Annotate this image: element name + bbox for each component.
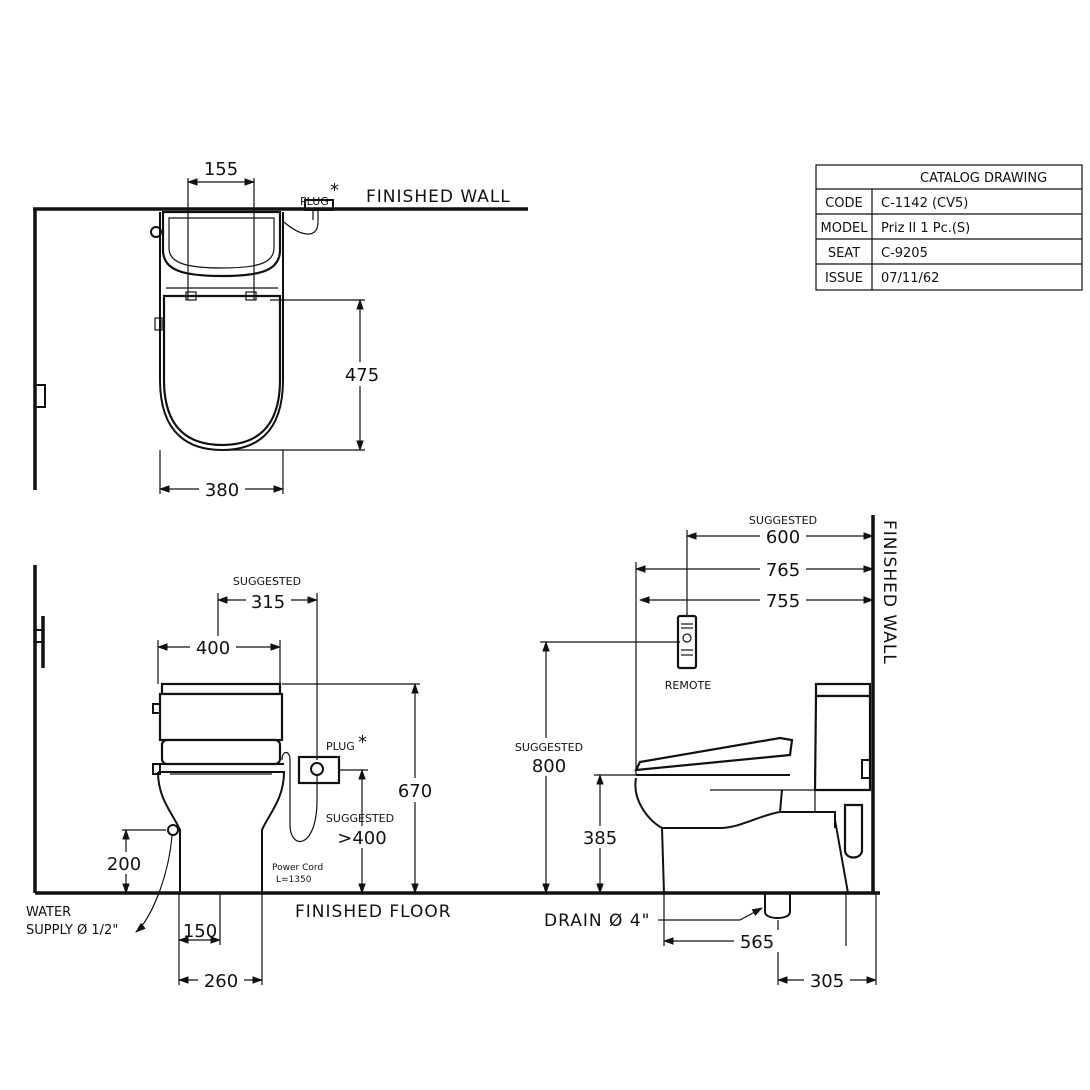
plan-valve xyxy=(34,384,46,408)
side-suggested-600-label: SUGGESTED xyxy=(749,514,817,527)
side-seat-open xyxy=(634,736,794,772)
dim-670: 670 xyxy=(398,781,432,802)
remote-label: REMOTE xyxy=(665,679,711,692)
front-tank-lid xyxy=(160,682,282,696)
dim-380: 380 xyxy=(205,480,239,501)
plan-seat-lid xyxy=(162,294,282,447)
table-key-seat: SEAT xyxy=(828,246,860,261)
dim-305: 305 xyxy=(810,971,844,992)
table-key-issue: ISSUE xyxy=(825,271,863,286)
plan-plug-asterisk: * xyxy=(330,180,339,201)
front-view: FINISHED FLOOR PLUG * Power Cord L=1350 … xyxy=(26,565,880,992)
drain-label: DRAIN Ø 4" xyxy=(544,911,650,931)
front-seat xyxy=(160,738,282,766)
dim-gt400: >400 xyxy=(337,828,386,849)
power-cord-length: L=1350 xyxy=(276,875,312,885)
table-value-code: C-1142 (CV5) xyxy=(881,196,968,211)
dim-755: 755 xyxy=(766,591,800,612)
dim-565: 565 xyxy=(740,932,774,953)
plan-view: FINISHED WALL PLUG * 155 475 xyxy=(33,159,528,501)
table-key-code: CODE xyxy=(825,196,863,211)
table-key-model: MODEL xyxy=(821,221,869,236)
front-plug-label: PLUG xyxy=(326,740,355,753)
front-plug-box xyxy=(297,755,341,785)
side-finished-wall-label: FINISHED WALL xyxy=(879,520,899,665)
table-title: CATALOG DRAWING xyxy=(920,171,1047,186)
drain-pipe xyxy=(764,893,791,919)
dim-400: 400 xyxy=(196,638,230,659)
side-supply-hose xyxy=(843,803,864,859)
dim-260: 260 xyxy=(204,971,238,992)
finished-floor-label: FINISHED FLOOR xyxy=(295,902,452,922)
dim-155: 155 xyxy=(204,159,238,180)
side-tank-lid xyxy=(814,682,872,698)
dim-150: 150 xyxy=(183,921,217,942)
dim-765: 765 xyxy=(766,560,800,581)
plan-tank xyxy=(161,210,282,278)
plan-finished-wall-label: FINISHED WALL xyxy=(366,187,511,207)
dim-385: 385 xyxy=(583,828,617,849)
dim-600: 600 xyxy=(766,527,800,548)
power-cord xyxy=(281,751,318,842)
table-value-issue: 07/11/62 xyxy=(881,271,939,286)
dim-475: 475 xyxy=(345,365,379,386)
front-tank xyxy=(158,692,284,742)
table-value-seat: C-9205 xyxy=(881,246,928,261)
front-suggested-400-label: SUGGESTED xyxy=(326,812,394,825)
side-view: FINISHED WALL REMOTE SUGGESTED 600 765 xyxy=(506,514,899,992)
power-cord-label: Power Cord xyxy=(272,863,323,873)
side-suggested-800-label: SUGGESTED xyxy=(515,741,583,754)
front-suggested-315-label: SUGGESTED xyxy=(233,575,301,588)
table-value-model: Priz II 1 Pc.(S) xyxy=(881,221,970,236)
dim-315: 315 xyxy=(251,592,285,613)
plan-plug xyxy=(304,199,334,211)
side-bowl xyxy=(634,777,836,894)
water-supply-label-1: WATER xyxy=(26,905,71,920)
spec-table: CATALOG DRAWING CODE C-1142 (CV5) MODEL … xyxy=(815,164,1083,291)
water-supply-inlet xyxy=(167,824,179,836)
side-tank xyxy=(813,694,872,792)
dim-200: 200 xyxy=(107,854,141,875)
front-bowl xyxy=(157,771,286,893)
water-supply-label-2: SUPPLY Ø 1/2" xyxy=(26,923,118,938)
front-plug-asterisk: * xyxy=(358,732,367,753)
dim-800: 800 xyxy=(532,756,566,777)
plan-plug-label: PLUG xyxy=(300,195,329,208)
